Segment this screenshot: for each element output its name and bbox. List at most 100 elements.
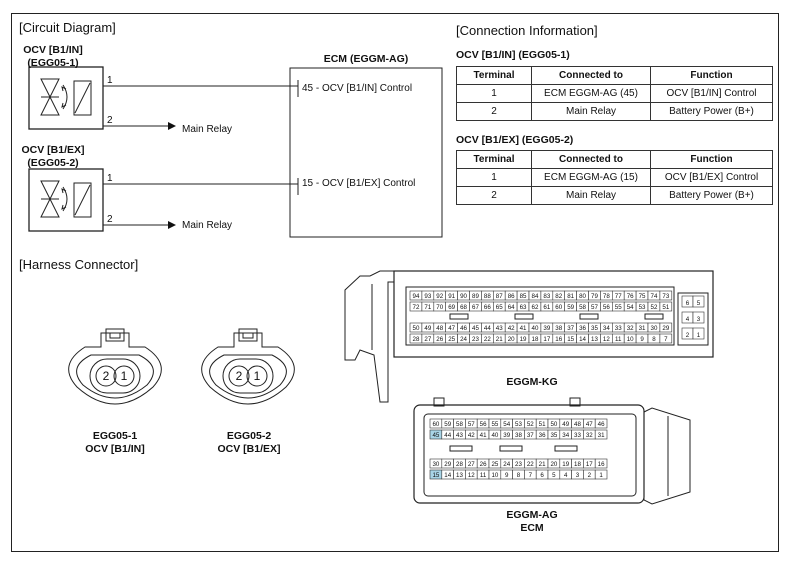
- pin-number: 33: [574, 432, 581, 439]
- pin-number: 58: [579, 304, 586, 311]
- cell-connected-to: Main Relay: [531, 102, 651, 121]
- header-function: Function: [650, 66, 773, 85]
- pin-number: 66: [484, 304, 491, 311]
- ocv-ex-code: (EGG05-2): [27, 157, 79, 169]
- harness-connector-title: [Harness Connector]: [19, 257, 139, 272]
- kg-housing: [393, 270, 714, 358]
- pin-number: 80: [579, 293, 586, 300]
- pin-number: 43: [496, 325, 503, 332]
- pin-number: 18: [574, 461, 581, 468]
- ocv-in-code: (EGG05-1): [27, 57, 79, 69]
- pin-number: 16: [555, 336, 562, 343]
- pin-cell: [659, 290, 673, 301]
- pin-number: 38: [555, 325, 562, 332]
- egg1-pin2: 2: [102, 369, 110, 383]
- cell-connected-to: ECM EGGM-AG (15): [531, 168, 651, 187]
- pin-number: 89: [472, 293, 479, 300]
- egg2-inner-shell: [209, 354, 287, 399]
- pin-cell: [692, 295, 705, 308]
- pin-number: 28: [456, 461, 463, 468]
- pin-number: 84: [532, 293, 539, 300]
- pin-cell: [594, 469, 608, 480]
- ocv-in-coil: [73, 80, 92, 116]
- ocv-in-name: OCV [B1/IN]: [23, 44, 83, 56]
- pin-number: 69: [448, 304, 455, 311]
- pin-number: 76: [627, 293, 634, 300]
- pin-cell: [594, 418, 608, 429]
- egg2-label-name: OCV [B1/EX]: [217, 443, 281, 455]
- pin-number: 53: [639, 304, 646, 311]
- pin-number: 19: [562, 461, 569, 468]
- kg-body-left: [344, 270, 395, 403]
- pin-number: 9: [640, 336, 644, 343]
- pin-number: 25: [448, 336, 455, 343]
- ocv-ex-magnet-arc: [62, 186, 68, 212]
- table-header-row: Terminal Connected to Function: [456, 150, 773, 169]
- egg1-pin1: 1: [120, 369, 128, 383]
- egg1-pin2-circle: [95, 365, 117, 387]
- connection-info-title: [Connection Information]: [456, 23, 598, 38]
- pin-number: 3: [697, 316, 701, 323]
- pin-number: 46: [460, 325, 467, 332]
- pin-number: 86: [508, 293, 515, 300]
- ag-body-right: [643, 407, 691, 505]
- cell-function: OCV [B1/EX] Control: [650, 168, 773, 187]
- pin-number: 42: [508, 325, 515, 332]
- pin-number: 32: [627, 325, 634, 332]
- diagram-frame: [11, 13, 779, 552]
- kg-key-slot: [644, 313, 664, 320]
- egg1-latch-slot: [109, 332, 121, 339]
- pin-number: 24: [503, 461, 510, 468]
- pin-number: 30: [651, 325, 658, 332]
- pin-number: 12: [603, 336, 610, 343]
- pin-number: 43: [456, 432, 463, 439]
- pin-number: 1: [599, 472, 603, 479]
- kg-key-slot: [449, 313, 469, 320]
- pin-cell: [659, 301, 673, 312]
- table-row: 2 Main Relay Battery Power (B+): [456, 186, 773, 205]
- egg2-pin2-circle: [228, 365, 250, 387]
- pin-number: 71: [424, 304, 431, 311]
- ocv-ex-box: [28, 168, 104, 232]
- pin-number: 2: [686, 332, 690, 339]
- pin-number: 11: [615, 336, 622, 343]
- pin-number: 93: [424, 293, 431, 300]
- pin-number: 62: [532, 304, 539, 311]
- pin-number: 47: [586, 421, 593, 428]
- pin-number: 61: [543, 304, 550, 311]
- pin-number: 90: [460, 293, 467, 300]
- pin-number: 88: [484, 293, 491, 300]
- pin-number: 67: [472, 304, 479, 311]
- cell-connected-to: Main Relay: [531, 186, 651, 205]
- pin-number: 51: [539, 421, 546, 428]
- pin-number: 8: [652, 336, 656, 343]
- egg1-latch: [105, 328, 125, 342]
- pin-number: 44: [484, 325, 491, 332]
- pin-number: 57: [468, 421, 475, 428]
- eggm-ag-label: EGGM-AG: [506, 509, 558, 521]
- pin-number: 14: [579, 336, 586, 343]
- cell-function: OCV [B1/IN] Control: [650, 84, 773, 103]
- pin-number: 45: [432, 432, 439, 439]
- pin-number: 48: [436, 325, 443, 332]
- pin-number: 24: [460, 336, 467, 343]
- pin-number: 52: [527, 421, 534, 428]
- ecm-title: ECM (EGGM-AG): [323, 53, 409, 65]
- header-connected-to: Connected to: [531, 66, 651, 85]
- cell-terminal: 2: [456, 186, 532, 205]
- pin-number: 92: [436, 293, 443, 300]
- kg-side-block: [677, 292, 709, 346]
- pin-number: 57: [591, 304, 598, 311]
- ocv-in-arc-arrow-up: [61, 86, 67, 92]
- ocv-in-pin1: 1: [107, 75, 113, 86]
- pin-number: 15: [567, 336, 574, 343]
- pin-number: 72: [413, 304, 420, 311]
- pin-number: 10: [627, 336, 634, 343]
- ag-key-slot: [449, 445, 473, 452]
- cell-terminal: 1: [456, 84, 532, 103]
